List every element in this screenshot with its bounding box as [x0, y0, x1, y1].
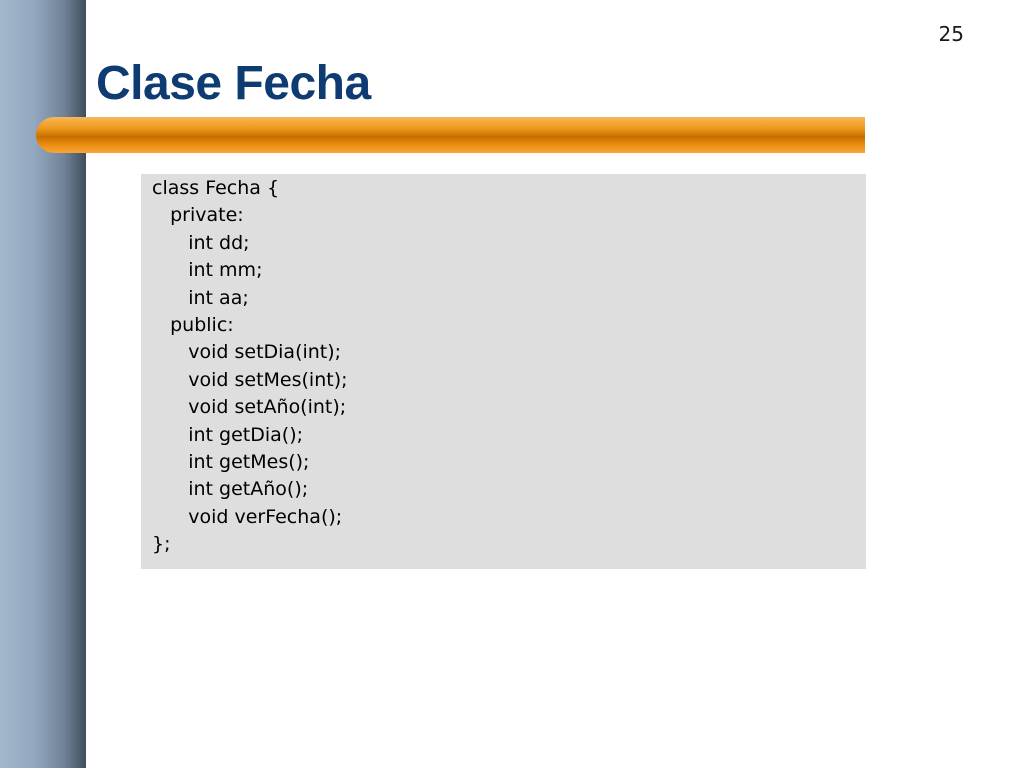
code-line: void verFecha(); — [152, 505, 343, 528]
code-line: int dd; — [152, 231, 250, 254]
code-line: int aa; — [152, 286, 249, 309]
code-line: void setDia(int); — [152, 341, 342, 364]
code-line: private: — [152, 204, 244, 227]
code-line: int getMes(); — [152, 451, 310, 474]
left-decorative-bar — [0, 0, 86, 768]
code-line: int getDia(); — [152, 423, 304, 446]
code-line: class Fecha { — [152, 177, 280, 199]
title-underline-bar — [36, 117, 865, 153]
code-line: }; — [152, 533, 171, 556]
page-number: 25 — [938, 22, 964, 46]
code-line: int getAño(); — [152, 478, 309, 501]
code-line: void setAño(int); — [152, 396, 347, 419]
code-line: void setMes(int); — [152, 368, 348, 391]
code-line: int mm; — [152, 259, 263, 282]
code-block: class Fecha { private: int dd; int mm; i… — [141, 174, 866, 569]
slide-title: Clase Fecha — [96, 57, 371, 110]
code-line: public: — [152, 314, 234, 337]
